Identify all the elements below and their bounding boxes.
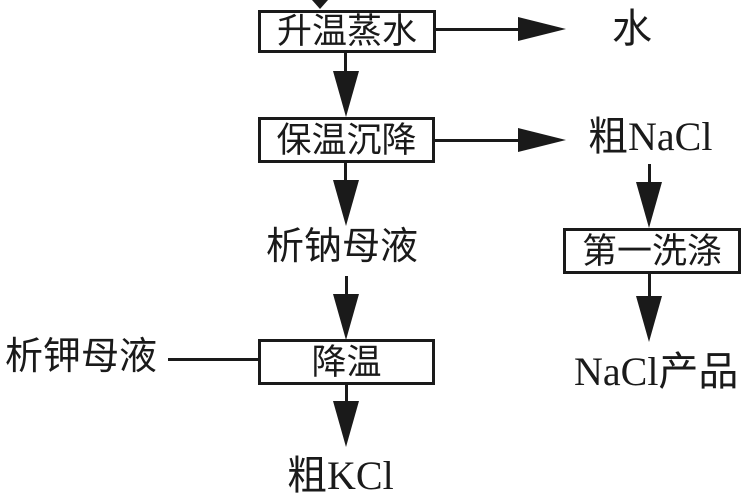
- arrow-down-icon-3: [333, 294, 359, 340]
- connector-line-cooling-kcl: [345, 385, 348, 403]
- connector-line-potassium-cooling: [168, 358, 258, 361]
- connector-line-sodium-cooling: [345, 276, 348, 298]
- flow-box-heating-label: 升温蒸水: [276, 12, 417, 51]
- flow-box-settling: 保温沉降: [258, 117, 435, 163]
- arrow-down-icon-2: [333, 180, 359, 226]
- connector-line-heating-water: [435, 28, 519, 31]
- flow-box-cooling-label: 降温: [311, 342, 382, 382]
- label-crude-kcl: 粗KCl: [287, 453, 394, 498]
- label-potassium-mother-liquor: 析钾母液: [5, 336, 158, 378]
- label-nacl-product: NaCl产品: [574, 349, 739, 394]
- connector-line-heating-settling: [344, 52, 347, 74]
- arrow-right-icon-water: [518, 17, 566, 41]
- arrow-right-icon-nacl: [518, 128, 566, 152]
- arrow-down-stub-icon: [312, 0, 328, 9]
- arrow-down-icon-1: [333, 71, 359, 117]
- label-crude-nacl: 粗NaCl: [588, 114, 713, 159]
- connector-line-settling-nacl: [435, 139, 519, 142]
- flow-box-settling-label: 保温沉降: [276, 120, 417, 160]
- label-sodium-mother-liquor: 析钠母液: [266, 226, 419, 268]
- connector-line-settling-sodium: [344, 163, 347, 183]
- connector-line-washing-product: [648, 274, 651, 298]
- connector-line-nacl-washing: [648, 164, 651, 184]
- arrow-down-icon-4: [333, 401, 359, 447]
- flow-box-heating: 升温蒸水: [258, 10, 436, 53]
- label-water: 水: [612, 6, 652, 51]
- flow-box-washing-label: 第一洗涤: [581, 231, 722, 271]
- flow-box-cooling: 降温: [258, 339, 435, 385]
- arrow-down-icon-5: [636, 182, 662, 228]
- flow-box-washing: 第一洗涤: [563, 228, 741, 274]
- arrow-down-icon-6: [636, 296, 662, 342]
